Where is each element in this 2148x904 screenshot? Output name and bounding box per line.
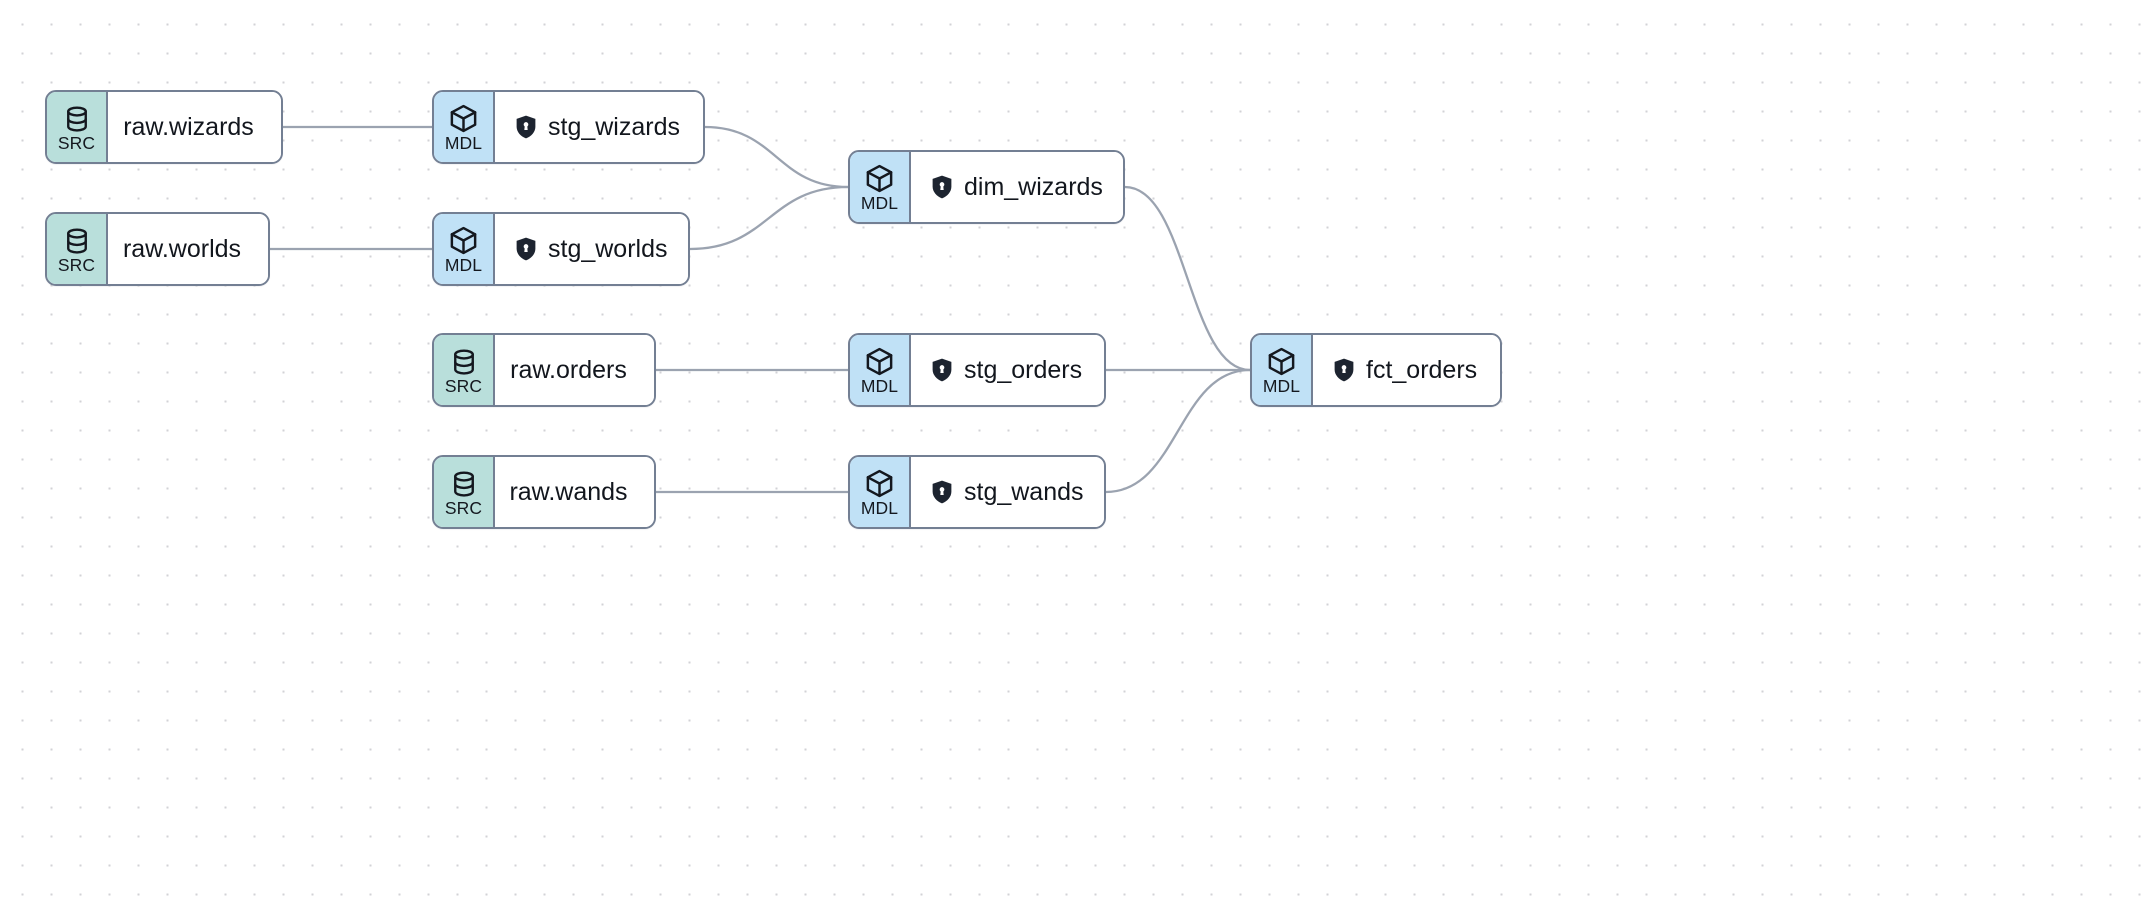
node-badge-mdl: MDL bbox=[1252, 335, 1313, 405]
node-body: raw.wizards bbox=[108, 92, 281, 162]
node-raw_orders[interactable]: SRC raw.orders bbox=[432, 333, 656, 407]
cube-icon bbox=[864, 468, 895, 499]
node-badge-label: SRC bbox=[57, 254, 96, 275]
shield-lock-icon bbox=[1333, 358, 1355, 382]
node-badge-mdl: MDL bbox=[850, 335, 911, 405]
node-label: raw.orders bbox=[510, 355, 627, 384]
cube-icon bbox=[864, 346, 895, 377]
edge-stg_worlds-to-dim_wizards[interactable] bbox=[688, 185, 850, 251]
node-dim_wizards[interactable]: MDL dim_wizards bbox=[848, 150, 1125, 224]
node-badge-mdl: MDL bbox=[850, 152, 911, 222]
node-label: raw.wands bbox=[509, 477, 628, 506]
node-badge-label: SRC bbox=[57, 132, 96, 153]
node-label: fct_orders bbox=[1366, 355, 1478, 384]
node-body: stg_wizards bbox=[495, 92, 703, 162]
node-body: raw.worlds bbox=[108, 214, 268, 284]
node-stg_orders[interactable]: MDL stg_orders bbox=[848, 333, 1106, 407]
node-label: stg_wands bbox=[964, 477, 1084, 506]
node-badge-label: MDL bbox=[860, 193, 899, 214]
node-body: stg_wands bbox=[911, 457, 1104, 527]
database-icon bbox=[449, 469, 479, 499]
node-body: dim_wizards bbox=[911, 152, 1123, 222]
node-badge-label: SRC bbox=[444, 375, 483, 396]
node-badge-mdl: MDL bbox=[434, 214, 495, 284]
cube-icon bbox=[864, 163, 895, 194]
database-icon bbox=[62, 226, 92, 256]
node-badge-label: MDL bbox=[860, 376, 899, 397]
shield-lock-icon bbox=[515, 115, 537, 139]
node-raw_wizards[interactable]: SRC raw.wizards bbox=[45, 90, 283, 164]
node-label: stg_orders bbox=[964, 355, 1083, 384]
cube-icon bbox=[448, 103, 479, 134]
database-icon bbox=[62, 104, 92, 134]
node-body: raw.orders bbox=[495, 335, 654, 405]
node-stg_worlds[interactable]: MDL stg_worlds bbox=[432, 212, 690, 286]
node-badge-mdl: MDL bbox=[850, 457, 911, 527]
shield-lock-icon bbox=[931, 175, 953, 199]
node-badge-src: SRC bbox=[47, 214, 108, 284]
node-badge-label: MDL bbox=[444, 255, 483, 276]
node-body: fct_orders bbox=[1313, 335, 1500, 405]
shield-lock-icon bbox=[515, 237, 537, 261]
edge-dim_wizards-to-fct_orders[interactable] bbox=[1123, 185, 1252, 372]
node-label: dim_wizards bbox=[964, 172, 1103, 201]
shield-lock-icon bbox=[931, 480, 953, 504]
node-fct_orders[interactable]: MDL fct_orders bbox=[1250, 333, 1502, 407]
node-stg_wizards[interactable]: MDL stg_wizards bbox=[432, 90, 705, 164]
shield-lock-icon bbox=[931, 358, 953, 382]
node-label: stg_worlds bbox=[548, 234, 668, 263]
node-badge-label: MDL bbox=[444, 133, 483, 154]
node-badge-src: SRC bbox=[434, 457, 495, 527]
node-stg_wands[interactable]: MDL stg_wands bbox=[848, 455, 1106, 529]
node-raw_worlds[interactable]: SRC raw.worlds bbox=[45, 212, 270, 286]
node-body: stg_worlds bbox=[495, 214, 688, 284]
node-body: raw.wands bbox=[495, 457, 654, 527]
node-badge-src: SRC bbox=[47, 92, 108, 162]
node-badge-label: SRC bbox=[444, 497, 483, 518]
edge-stg_wands-to-fct_orders[interactable] bbox=[1104, 368, 1252, 494]
node-badge-label: MDL bbox=[860, 498, 899, 519]
database-icon bbox=[449, 347, 479, 377]
cube-icon bbox=[448, 225, 479, 256]
node-label: raw.wizards bbox=[123, 112, 254, 141]
cube-icon bbox=[1266, 346, 1297, 377]
node-label: stg_wizards bbox=[548, 112, 680, 141]
node-badge-src: SRC bbox=[434, 335, 495, 405]
node-raw_wands[interactable]: SRC raw.wands bbox=[432, 455, 656, 529]
node-body: stg_orders bbox=[911, 335, 1104, 405]
edge-stg_wizards-to-dim_wizards[interactable] bbox=[703, 125, 850, 189]
node-badge-label: MDL bbox=[1262, 376, 1301, 397]
node-badge-mdl: MDL bbox=[434, 92, 495, 162]
node-label: raw.worlds bbox=[122, 234, 242, 263]
